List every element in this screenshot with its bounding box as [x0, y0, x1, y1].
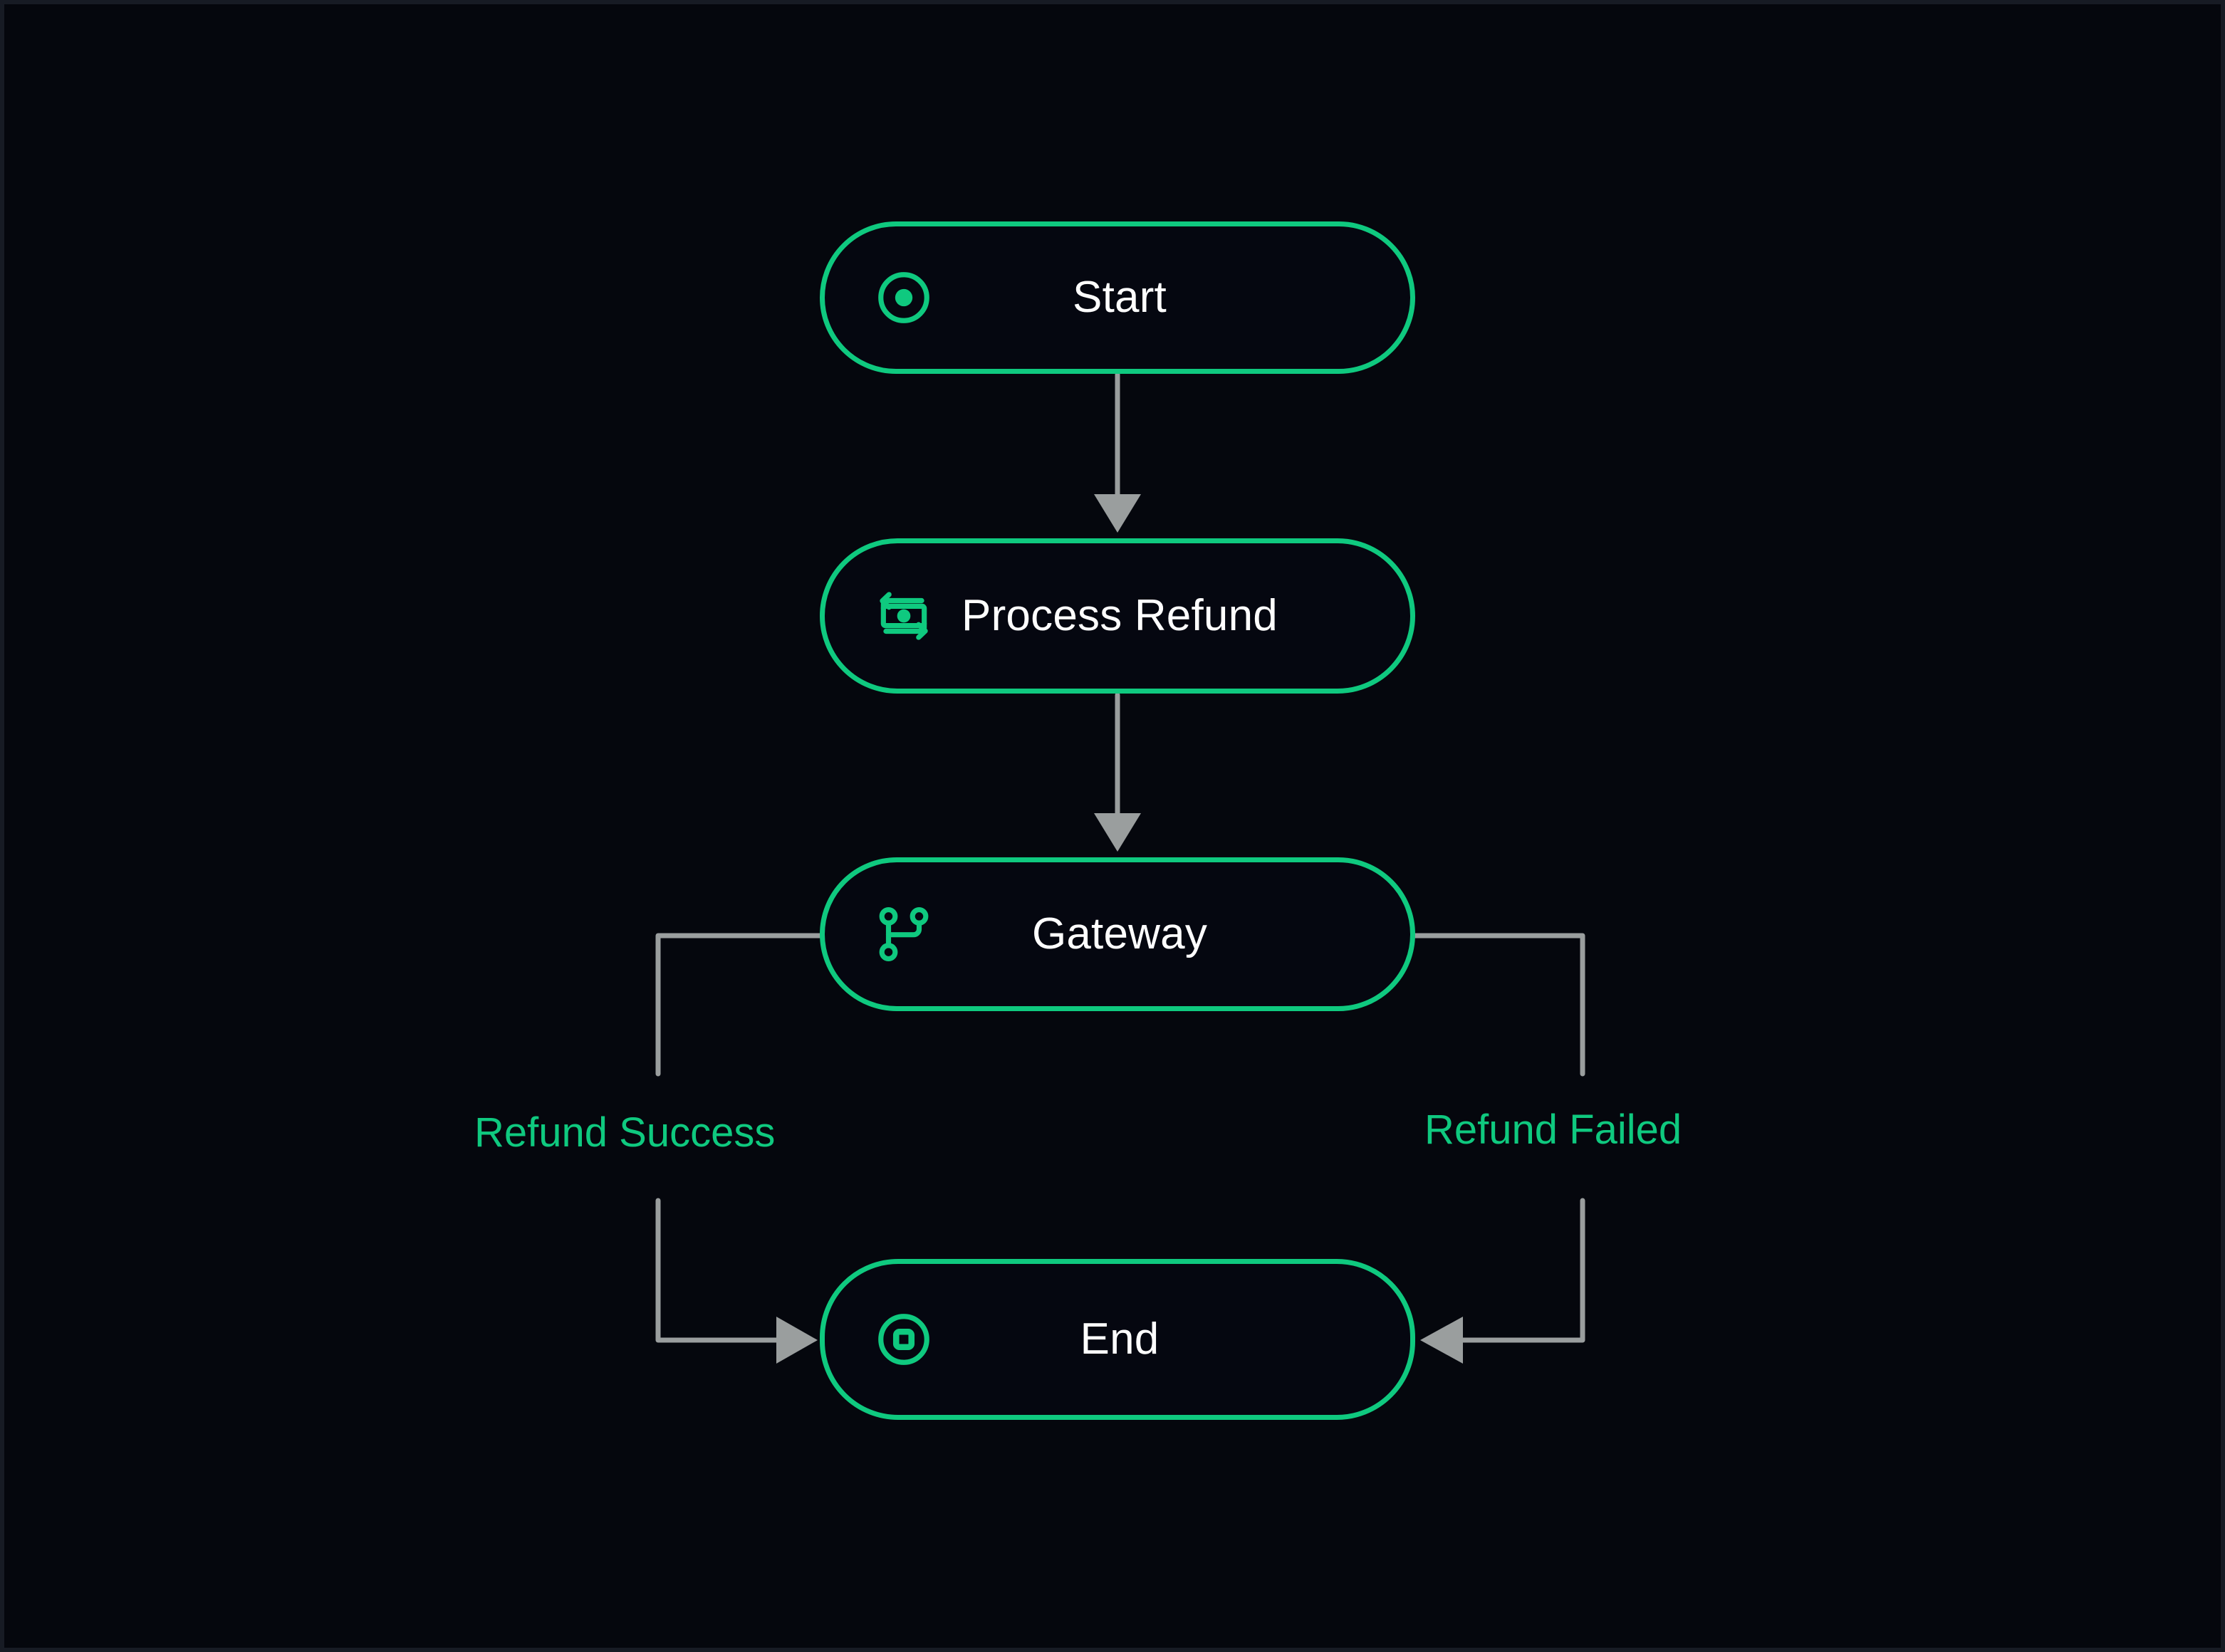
edge-label-refund-failed: Refund Failed — [1424, 1107, 1682, 1153]
node-gateway-label: Gateway — [1031, 909, 1208, 958]
edge-layer — [655, 372, 1585, 1364]
git-branch-icon — [873, 904, 934, 965]
play-circle-icon — [873, 267, 934, 328]
stop-circle-icon — [873, 1309, 934, 1370]
edge-start-to-process — [1094, 372, 1141, 533]
edge-label-refund-success: Refund Success — [474, 1109, 776, 1156]
node-process-refund[interactable]: Process Refund — [820, 538, 1415, 694]
edge-process-to-gateway — [1094, 692, 1141, 852]
node-gateway[interactable]: Gateway — [820, 857, 1415, 1011]
node-end[interactable]: End — [820, 1259, 1415, 1420]
node-start-label: Start — [1073, 273, 1167, 322]
node-start[interactable]: Start — [820, 221, 1415, 374]
banknote-refund-icon — [873, 585, 934, 647]
edge-gateway-to-end-failed — [1412, 933, 1585, 1364]
node-process-refund-label: Process Refund — [962, 591, 1278, 640]
node-end-label: End — [1080, 1314, 1160, 1364]
edge-gateway-to-end-success — [655, 933, 823, 1364]
